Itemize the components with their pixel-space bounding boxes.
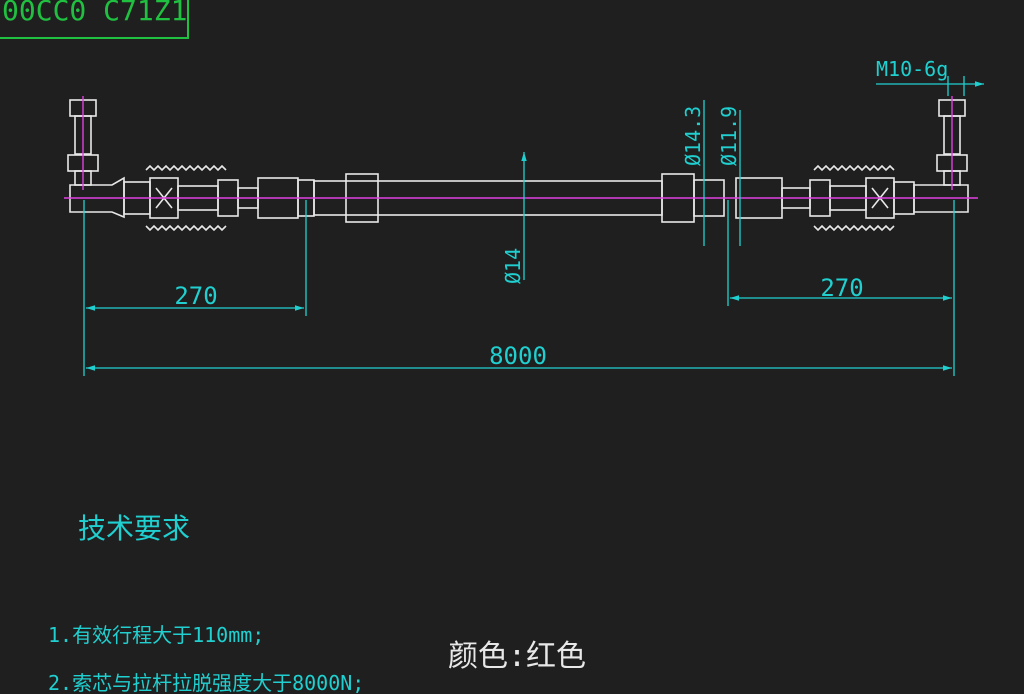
cable-assembly <box>67 99 969 232</box>
dim-outer-diameter: Ø14.3 <box>681 106 705 166</box>
left-end-bolt <box>67 99 125 219</box>
dim-left-270: 270 <box>174 282 217 310</box>
dim-rod-diameter: Ø14 <box>501 248 525 284</box>
dimension-labels: 270 270 8000 Ø14 Ø14.3 Ø11.9 M10-6g <box>174 57 948 370</box>
right-end-bolt <box>913 99 969 213</box>
color-note: 颜色:红色 <box>448 639 586 674</box>
technical-requirements: 技术要求 1.有效行程大于110mm; 2.索芯与拉杆拉脱强度大于8000N; … <box>48 512 586 694</box>
dimensions <box>83 76 984 376</box>
dim-right-270: 270 <box>820 274 863 302</box>
title-block: 00CC0 C71Z1 <box>0 0 189 39</box>
dim-thread: M10-6g <box>876 57 948 81</box>
title-block-text: 00CC0 C71Z1 <box>2 0 187 27</box>
dim-overall-8000: 8000 <box>489 342 547 370</box>
centerlines <box>64 96 978 199</box>
note-item-1: 1.有效行程大于110mm; <box>48 623 264 647</box>
note-item-2: 2.索芯与拉杆拉脱强度大于8000N; <box>48 671 364 694</box>
dim-inner-diameter: Ø11.9 <box>717 106 741 166</box>
notes-heading: 技术要求 <box>78 512 190 545</box>
